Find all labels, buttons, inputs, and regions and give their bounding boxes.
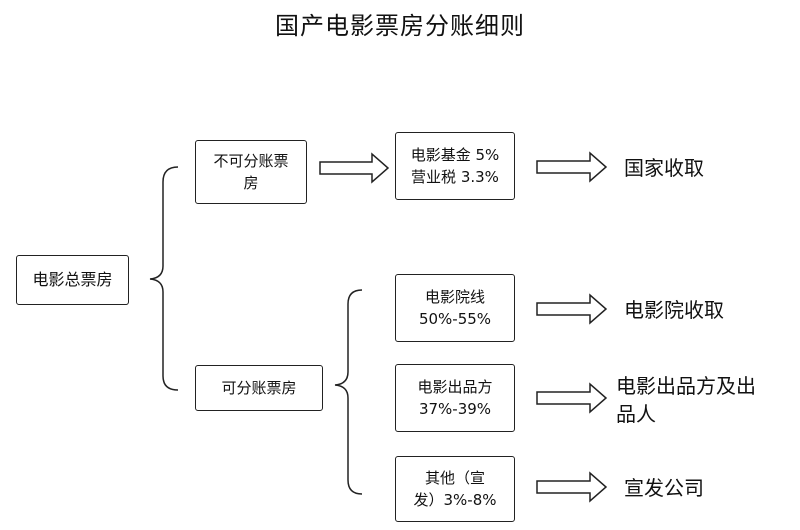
- arrow-to-state: [536, 151, 608, 183]
- non-split-line2: 房: [243, 174, 259, 192]
- split-box: 可分账票房: [195, 365, 323, 411]
- split-brace: [334, 289, 363, 495]
- producer-node: 电影出品方 37%-39%: [395, 364, 515, 432]
- cinema-line2: 50%-55%: [418, 310, 492, 328]
- non-split-box: 不可分账票 房: [195, 140, 307, 204]
- outcome-producer: 电影出品方及出 品人: [616, 372, 756, 428]
- tax-line2: 营业税 3.3%: [411, 168, 499, 186]
- outcome-publicity: 宣发公司: [624, 476, 704, 500]
- other-node: 其他（宣 发）3%-8%: [395, 456, 515, 522]
- outcome-cinema: 电影院收取: [624, 298, 724, 322]
- tax-line1: 电影基金 5%: [410, 146, 500, 164]
- arrow-to-cinema-outcome: [536, 293, 608, 325]
- other-line1: 其他（宣: [424, 469, 485, 487]
- arrow-to-tax: [319, 152, 390, 184]
- outcome-producer-line1: 电影出品方及出: [616, 374, 756, 398]
- root-label: 电影总票房: [32, 270, 113, 289]
- arrow-to-publicity: [536, 471, 608, 503]
- cinema-line1: 电影院线: [424, 288, 485, 306]
- non-split-line1: 不可分账票: [213, 152, 289, 170]
- producer-line1: 电影出品方: [417, 378, 493, 396]
- tax-node: 电影基金 5% 营业税 3.3%: [395, 132, 515, 200]
- root-box: 电影总票房: [16, 255, 129, 305]
- outcome-state: 国家收取: [624, 156, 704, 180]
- outcome-producer-line2: 品人: [616, 402, 656, 426]
- diagram-title: 国产电影票房分账细则: [275, 12, 525, 40]
- producer-line2: 37%-39%: [418, 400, 492, 418]
- split-label: 可分账票房: [221, 379, 297, 397]
- other-line2: 发）3%-8%: [413, 491, 497, 509]
- arrow-to-producer-outcome: [536, 382, 608, 414]
- cinema-node: 电影院线 50%-55%: [395, 274, 515, 342]
- root-brace: [149, 166, 179, 391]
